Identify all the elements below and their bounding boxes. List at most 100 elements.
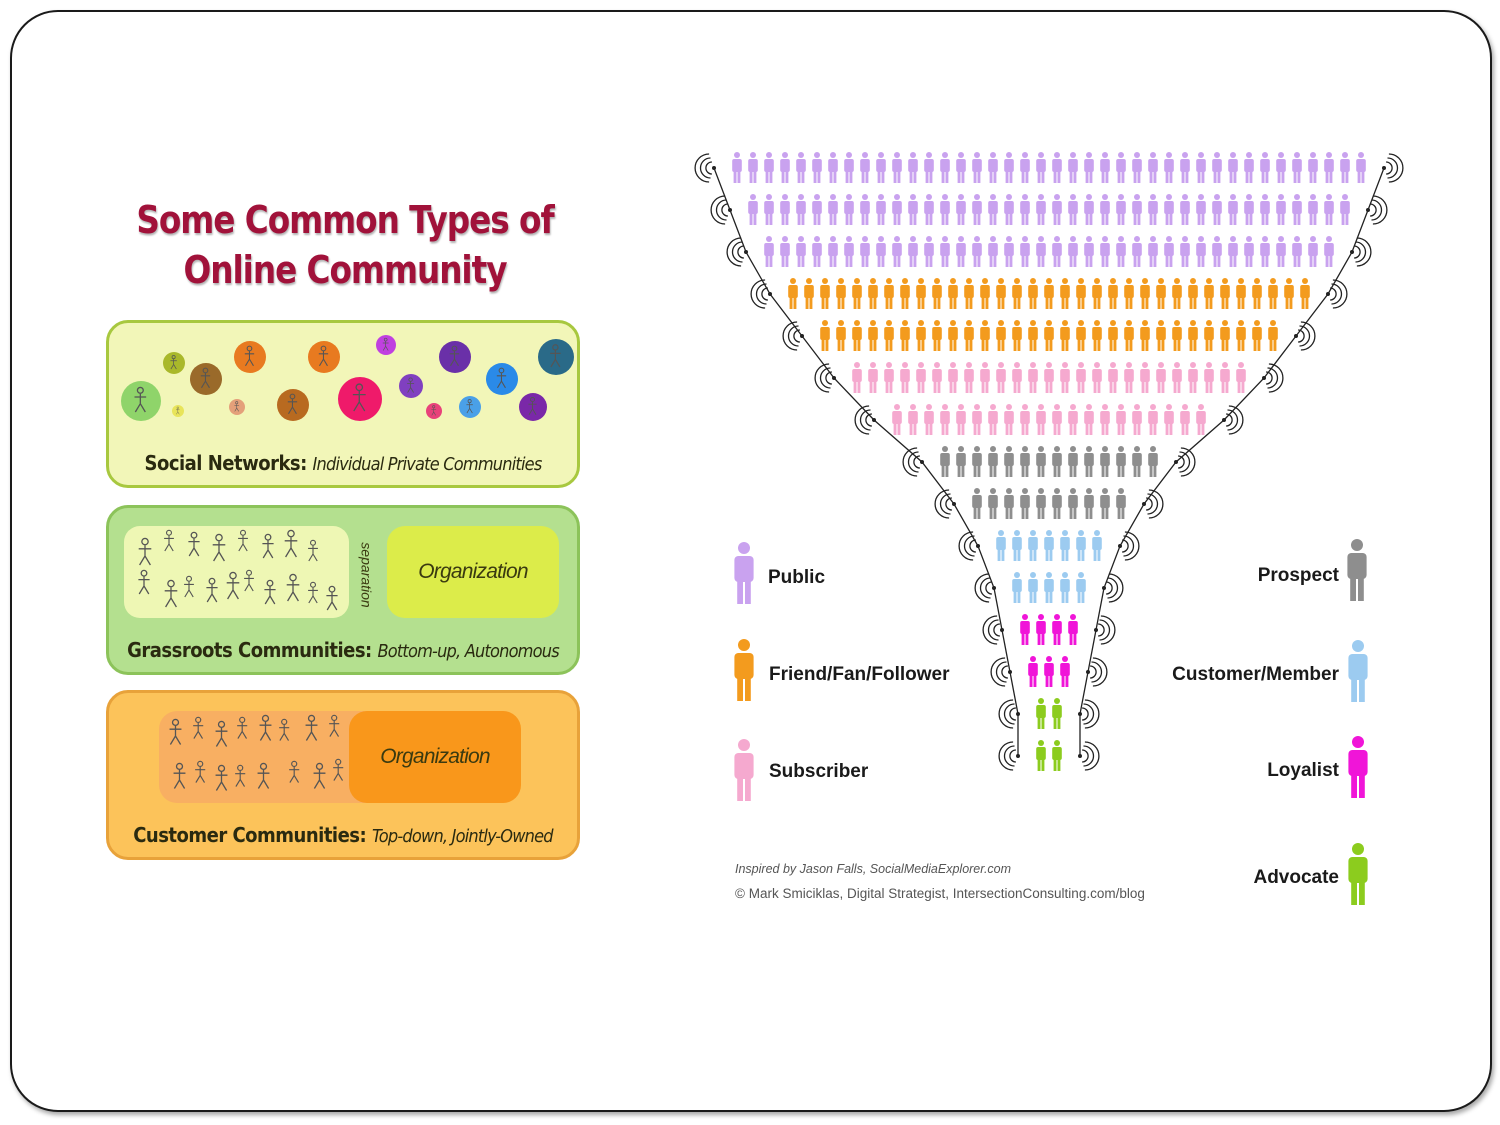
funnel-person xyxy=(1132,194,1142,225)
funnel-person xyxy=(940,236,950,267)
funnel-person xyxy=(1132,236,1142,267)
funnel-person xyxy=(1268,320,1278,351)
funnel-person xyxy=(916,278,926,309)
funnel-person xyxy=(908,152,918,183)
funnel-person xyxy=(1300,278,1310,309)
stick-figure-icon xyxy=(466,399,473,414)
funnel-person xyxy=(1044,320,1054,351)
funnel-person xyxy=(1100,446,1110,477)
funnel-person xyxy=(1068,446,1078,477)
funnel-person xyxy=(1060,320,1070,351)
signal-arcs-right-icon xyxy=(1326,279,1348,309)
signal-arcs-right-icon xyxy=(1118,531,1140,561)
funnel-person xyxy=(956,236,966,267)
funnel-person xyxy=(964,362,974,393)
funnel-person xyxy=(1132,446,1142,477)
funnel-person xyxy=(1020,404,1030,435)
stick-figure-icon xyxy=(496,367,507,389)
funnel-person xyxy=(892,404,902,435)
grassroots-people-group xyxy=(124,526,349,618)
funnel-person xyxy=(996,320,1006,351)
stick-figure-icon xyxy=(305,714,318,741)
funnel-person xyxy=(1100,404,1110,435)
social-networks-card: Social Networks: Individual Private Comm… xyxy=(106,320,580,488)
funnel-person xyxy=(732,152,742,183)
funnel-person xyxy=(1148,236,1158,267)
funnel-person xyxy=(820,320,830,351)
stick-figure-icon xyxy=(215,764,228,791)
grassroots-description: Bottom-up, Autonomous xyxy=(377,641,559,662)
funnel-person xyxy=(780,236,790,267)
funnel-person xyxy=(1140,362,1150,393)
member-bubble xyxy=(190,363,222,395)
funnel-person xyxy=(996,278,1006,309)
signal-arcs-right-icon xyxy=(1382,153,1404,183)
funnel-person xyxy=(1044,656,1054,687)
funnel-person xyxy=(1004,404,1014,435)
legend-subscriber-label: Subscriber xyxy=(769,761,869,782)
stick-figure-icon xyxy=(550,344,561,368)
social-network-bubbles xyxy=(121,335,574,421)
funnel-person xyxy=(908,236,918,267)
funnel-person xyxy=(1260,152,1270,183)
customer-organization-label: Organization xyxy=(380,745,490,768)
separation-label: separation xyxy=(355,530,379,620)
funnel-person xyxy=(1196,194,1206,225)
diagram-title: Some Common Types of Online Community xyxy=(134,195,555,295)
funnel-person xyxy=(980,320,990,351)
funnel-person xyxy=(748,194,758,225)
funnel-person xyxy=(1132,152,1142,183)
funnel-person xyxy=(1100,236,1110,267)
prospect-person-icon xyxy=(1347,539,1367,601)
legend-person xyxy=(734,739,754,801)
funnel-person xyxy=(1308,236,1318,267)
funnel-person xyxy=(884,278,894,309)
funnel-person xyxy=(876,236,886,267)
funnel-person xyxy=(964,278,974,309)
funnel-person xyxy=(1052,404,1062,435)
signal-arcs-left-icon xyxy=(982,615,1004,645)
funnel-person xyxy=(1188,320,1198,351)
stick-figure-icon xyxy=(259,714,272,741)
funnel-person xyxy=(1180,152,1190,183)
funnel-person xyxy=(988,194,998,225)
signal-arcs-right-icon xyxy=(1366,195,1388,225)
funnel-person xyxy=(892,152,902,183)
social-networks-label: Social Networks: xyxy=(144,451,308,475)
funnel-person xyxy=(1260,194,1270,225)
engagement-funnel xyxy=(694,152,1404,771)
member-bubble xyxy=(538,339,574,375)
funnel-person xyxy=(1140,320,1150,351)
funnel-person xyxy=(1212,152,1222,183)
funnel-person xyxy=(964,320,974,351)
funnel-person xyxy=(1012,320,1022,351)
funnel-person xyxy=(940,446,950,477)
funnel-person xyxy=(1196,404,1206,435)
funnel-person xyxy=(1052,740,1062,771)
member-bubble xyxy=(229,399,245,415)
grassroots-stick-figures xyxy=(138,529,338,611)
legend-person xyxy=(734,639,754,701)
signal-arcs-right-icon xyxy=(1102,573,1124,603)
funnel-person xyxy=(1044,362,1054,393)
funnel-person xyxy=(956,152,966,183)
signal-arcs-left-icon xyxy=(750,279,772,309)
funnel-person xyxy=(1036,488,1046,519)
funnel-person xyxy=(988,152,998,183)
funnel-person xyxy=(804,278,814,309)
funnel-person xyxy=(796,194,806,225)
funnel-person xyxy=(1020,152,1030,183)
signal-arcs-right-icon xyxy=(1350,237,1372,267)
funnel-person xyxy=(1180,194,1190,225)
funnel-person xyxy=(1324,194,1334,225)
funnel-person xyxy=(892,194,902,225)
funnel-person xyxy=(1324,236,1334,267)
funnel-person xyxy=(1116,194,1126,225)
stick-figure-icon xyxy=(173,762,186,789)
funnel-person xyxy=(1076,572,1086,603)
funnel-person xyxy=(1028,362,1038,393)
funnel-person xyxy=(1292,152,1302,183)
funnel-person xyxy=(1124,320,1134,351)
funnel-person xyxy=(1060,656,1070,687)
funnel-person xyxy=(1044,278,1054,309)
